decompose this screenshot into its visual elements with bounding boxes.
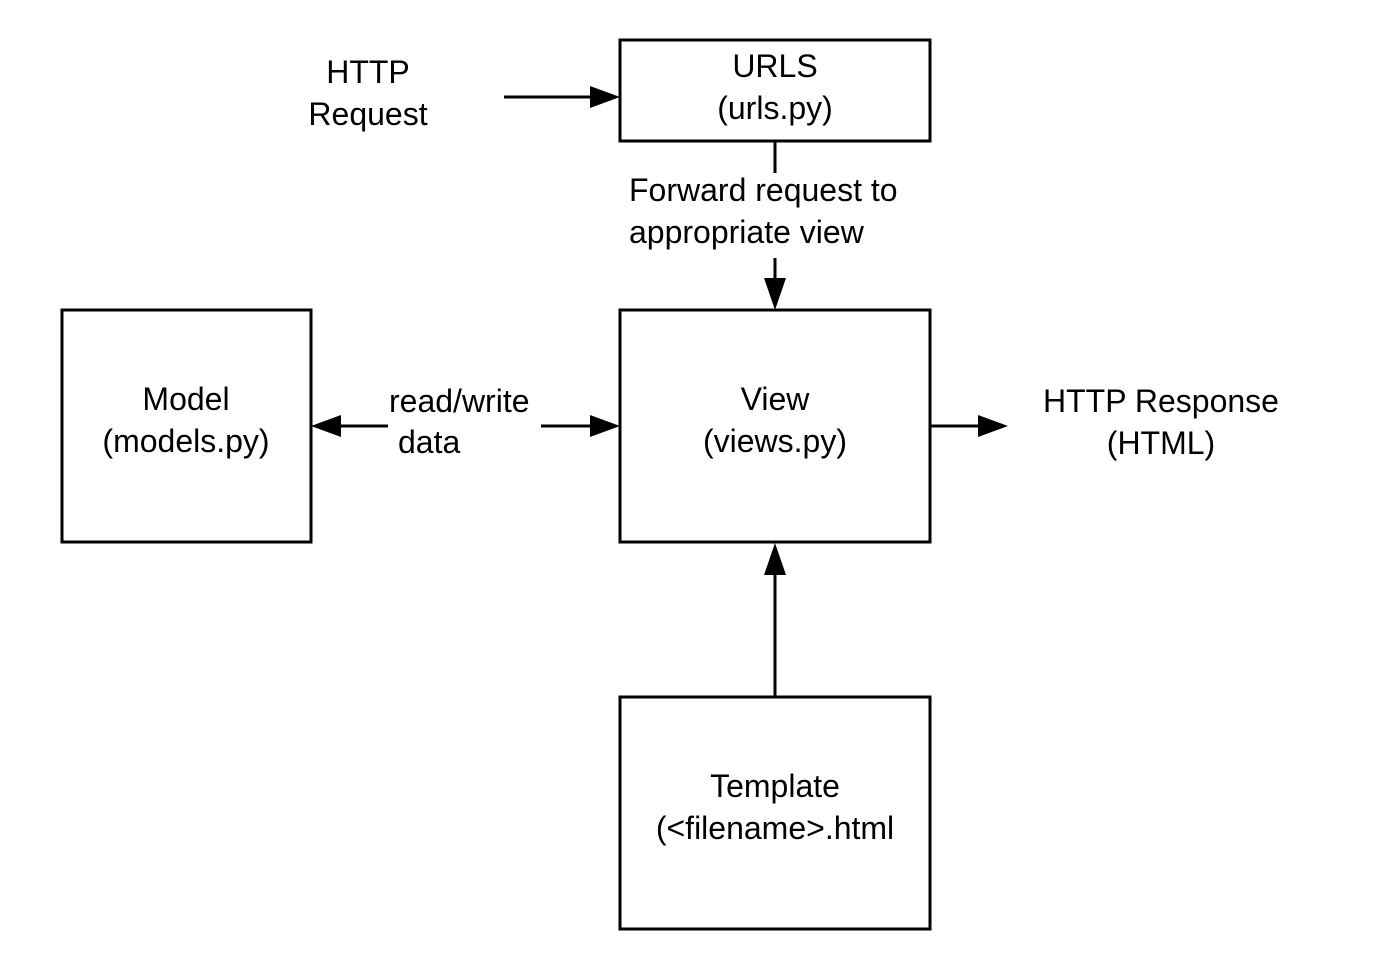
model-title: Model <box>142 381 229 417</box>
http-response-label-line2: (HTML) <box>1107 425 1215 461</box>
view-node: View (views.py) <box>618 308 932 544</box>
model-filename: (models.py) <box>102 423 269 459</box>
urls-filename: (urls.py) <box>717 90 833 126</box>
urls-node: URLS (urls.py) <box>618 38 932 143</box>
http-request-arrowhead <box>590 86 620 108</box>
forward-arrowhead <box>764 278 786 310</box>
template-to-view-edge <box>764 543 786 697</box>
urls-box <box>618 38 932 143</box>
template-filename: (<filename>.html <box>656 810 894 846</box>
forward-request-edge: Forward request to appropriate view <box>629 141 898 310</box>
http-response-arrowhead <box>978 415 1008 437</box>
template-node: Template (<filename>.html <box>618 695 932 931</box>
model-node: Model (models.py) <box>60 308 313 544</box>
http-response-label-line1: HTTP Response <box>1043 383 1279 419</box>
view-title: View <box>741 381 811 417</box>
forward-label-line2: appropriate view <box>629 214 865 250</box>
forward-label-line1: Forward request to <box>629 172 898 208</box>
read-write-label-line1: read/write <box>389 383 530 419</box>
read-write-arrowhead-left <box>311 415 341 437</box>
urls-title: URLS <box>732 48 817 84</box>
view-filename: (views.py) <box>703 423 847 459</box>
read-write-edge: read/write data <box>311 383 620 460</box>
read-write-arrowhead-right <box>590 415 620 437</box>
view-box <box>618 308 932 544</box>
template-box <box>618 695 932 931</box>
template-title: Template <box>710 768 840 804</box>
http-request-label-line1: HTTP <box>326 54 410 90</box>
template-to-view-arrowhead <box>764 543 786 575</box>
http-request-label-line2: Request <box>308 96 427 132</box>
model-box <box>60 308 313 544</box>
http-request-edge: HTTP Request <box>308 54 620 132</box>
read-write-label-line2: data <box>398 424 460 460</box>
http-response-edge: HTTP Response (HTML) <box>930 383 1279 461</box>
